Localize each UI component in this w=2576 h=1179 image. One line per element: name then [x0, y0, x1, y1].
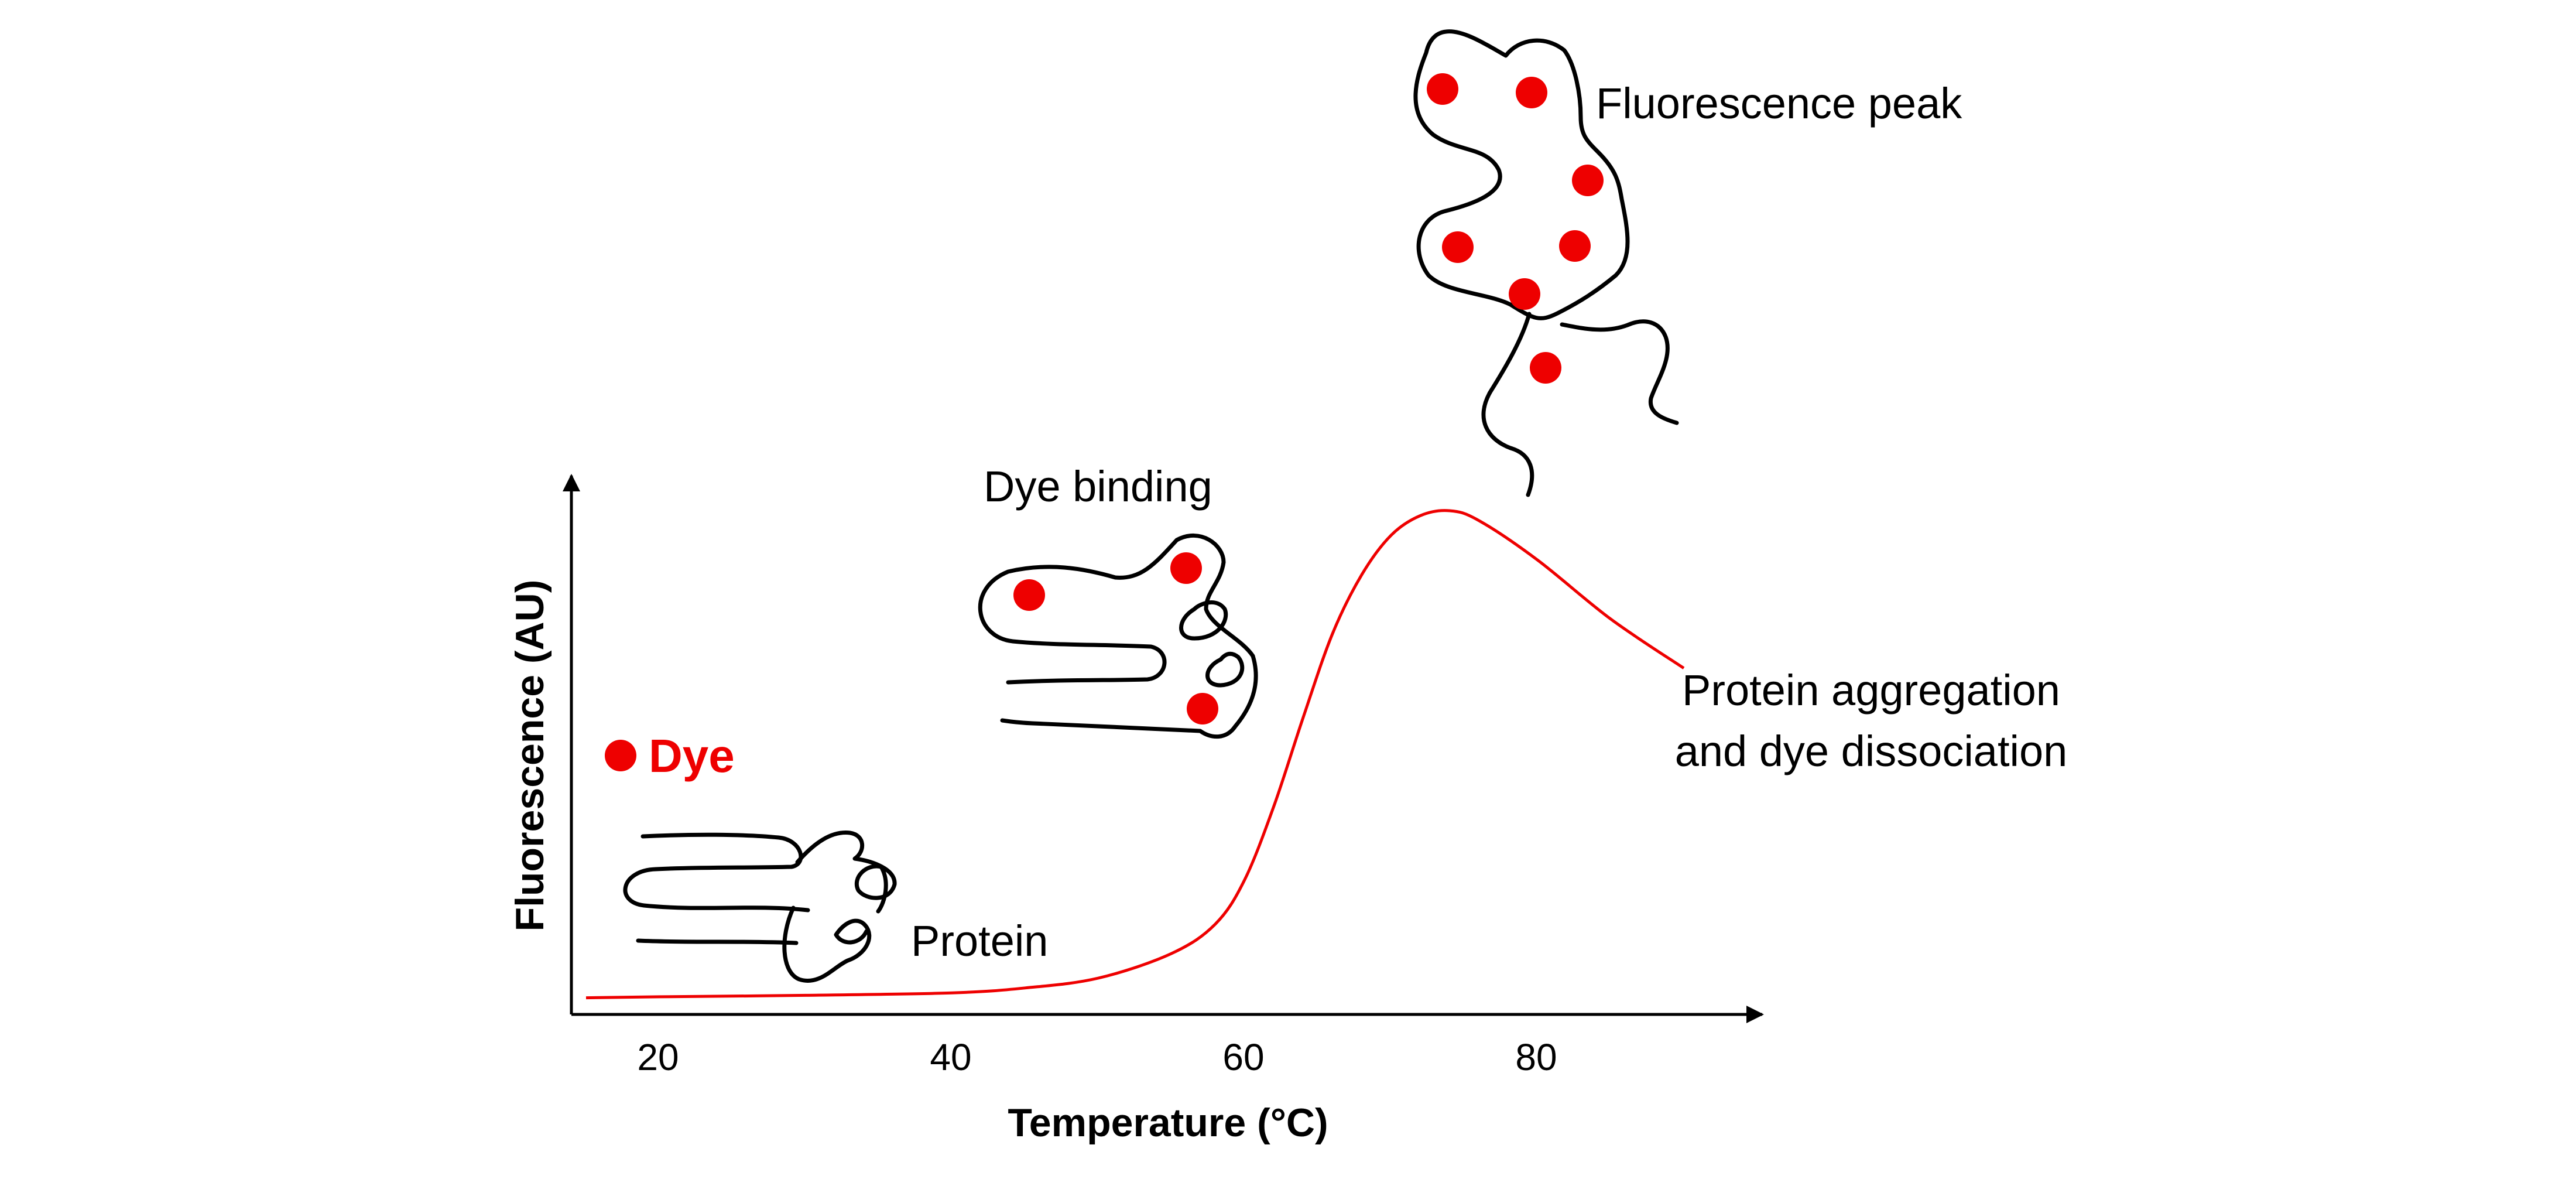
dye-legend-label: Dye: [649, 730, 735, 782]
dye-legend-dot: [605, 740, 636, 771]
bound-dye-dot: [1509, 278, 1540, 310]
native-protein-illustration: [623, 831, 897, 983]
melt-curve-line: [585, 509, 1685, 1000]
x-tick-label: 20: [637, 1036, 679, 1078]
partially-unfolded-protein-illustration: [978, 533, 1258, 739]
bound-dye-dot: [1516, 77, 1547, 108]
bound-dye-dot: [1427, 73, 1458, 105]
bound-dye-dot: [1170, 552, 1202, 584]
dye-binding-label: Dye binding: [984, 462, 1212, 511]
x-axis-title: Temperature (°C): [1008, 1101, 1328, 1145]
aggregation-label: Protein aggregation: [1682, 666, 2060, 715]
fluorescence-peak-label: Fluorescence peak: [1596, 79, 1962, 128]
bound-dye-dot: [1013, 579, 1045, 611]
aggregation-label: and dye dissociation: [1675, 727, 2068, 775]
unfolded-protein-illustration: [1413, 29, 1679, 497]
x-tick-label: 40: [930, 1036, 971, 1078]
bound-dye-dot: [1442, 231, 1474, 263]
bound-dye-dot: [1559, 230, 1591, 262]
bound-dye-dot: [1572, 165, 1604, 196]
bound-dye-dot: [1187, 693, 1218, 725]
bound-dye-dot: [1530, 352, 1561, 384]
native-protein-label: Protein: [911, 917, 1048, 965]
y-axis-title: Fluorescence (AU): [508, 580, 552, 932]
x-tick-label: 80: [1515, 1036, 1557, 1078]
x-tick-label: 60: [1222, 1036, 1264, 1078]
